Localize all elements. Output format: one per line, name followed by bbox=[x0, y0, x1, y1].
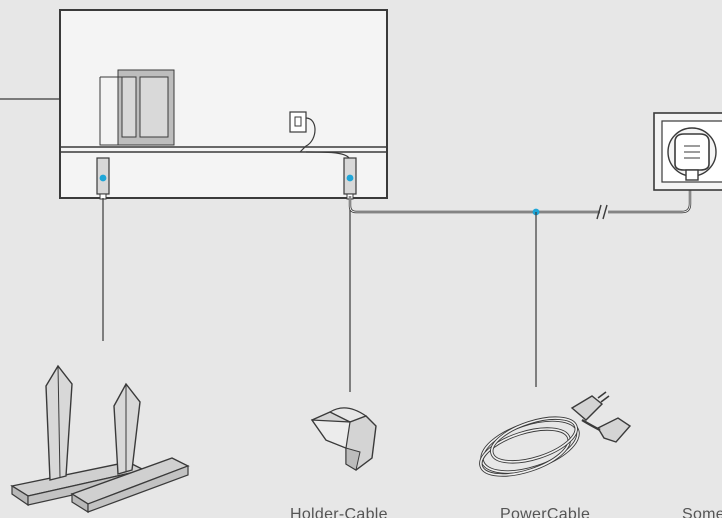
left-connector-dot bbox=[99, 174, 107, 182]
cut-off-caption: Some bbox=[682, 506, 722, 518]
tv-back-panel bbox=[59, 9, 388, 199]
holder-cable-clip-icon bbox=[310, 407, 377, 471]
right-stand-post bbox=[343, 157, 357, 392]
wall-socket-icon bbox=[653, 112, 722, 191]
power-plug-icon bbox=[674, 133, 710, 181]
power-cable-route bbox=[348, 186, 692, 387]
right-connector-dot bbox=[346, 174, 354, 182]
power-cable-caption: PowerCable bbox=[500, 506, 591, 518]
stand-legs-icon bbox=[10, 364, 190, 514]
power-cable-coil-icon bbox=[479, 391, 632, 477]
left-stand-post bbox=[96, 157, 110, 341]
holder-cable-caption: Holder-Cable bbox=[290, 506, 388, 518]
